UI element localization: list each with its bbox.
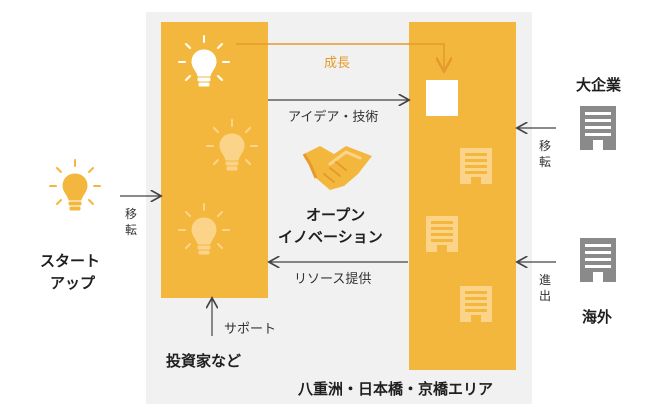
overseas-enter-char-2: 出: [538, 289, 551, 303]
building-icon: .w1 .win{fill:#f4b73e}: [426, 80, 458, 116]
building-icon: [460, 286, 492, 322]
handshake-icon: [302, 146, 372, 190]
startup-move-char-1: 移: [124, 207, 137, 221]
company-move-label: 移 転: [538, 138, 552, 170]
idea-tech-label: アイデア・技術: [288, 110, 379, 125]
growth-label: 成長: [324, 56, 351, 71]
lightbulb-icon: [206, 119, 258, 171]
company-move-char-1: 移: [538, 139, 551, 153]
support-label: サポート: [224, 322, 277, 337]
company-move-char-2: 転: [538, 155, 551, 169]
overseas-label: 海外: [582, 308, 613, 326]
overseas-building-icon: [580, 238, 616, 282]
startup-move-label: 移 転: [124, 206, 138, 238]
open-innovation-label-2: イノベーション: [278, 228, 383, 246]
overseas-enter-label: 進 出: [538, 272, 552, 304]
lightbulb-icon: [178, 35, 230, 87]
overseas-enter-char-1: 進: [538, 273, 551, 287]
growth-arrow: [236, 43, 444, 70]
lightbulb-icon: [178, 203, 230, 255]
startup-move-char-2: 転: [124, 223, 137, 237]
startup-label-1: スタート: [40, 252, 101, 270]
building-icon: [426, 216, 458, 252]
resource-label: リソース提供: [294, 272, 372, 287]
open-innovation-label-1: オープン: [306, 206, 366, 224]
area-label: 八重洲・日本橋・京橋エリア: [298, 380, 494, 398]
big-company-label: 大企業: [576, 76, 622, 94]
lightbulb-icon: [49, 159, 101, 211]
startup-label-2: アップ: [50, 274, 96, 292]
big-company-building-icon: [580, 106, 616, 150]
building-icon: [460, 148, 492, 184]
investors-label: 投資家など: [166, 352, 242, 370]
